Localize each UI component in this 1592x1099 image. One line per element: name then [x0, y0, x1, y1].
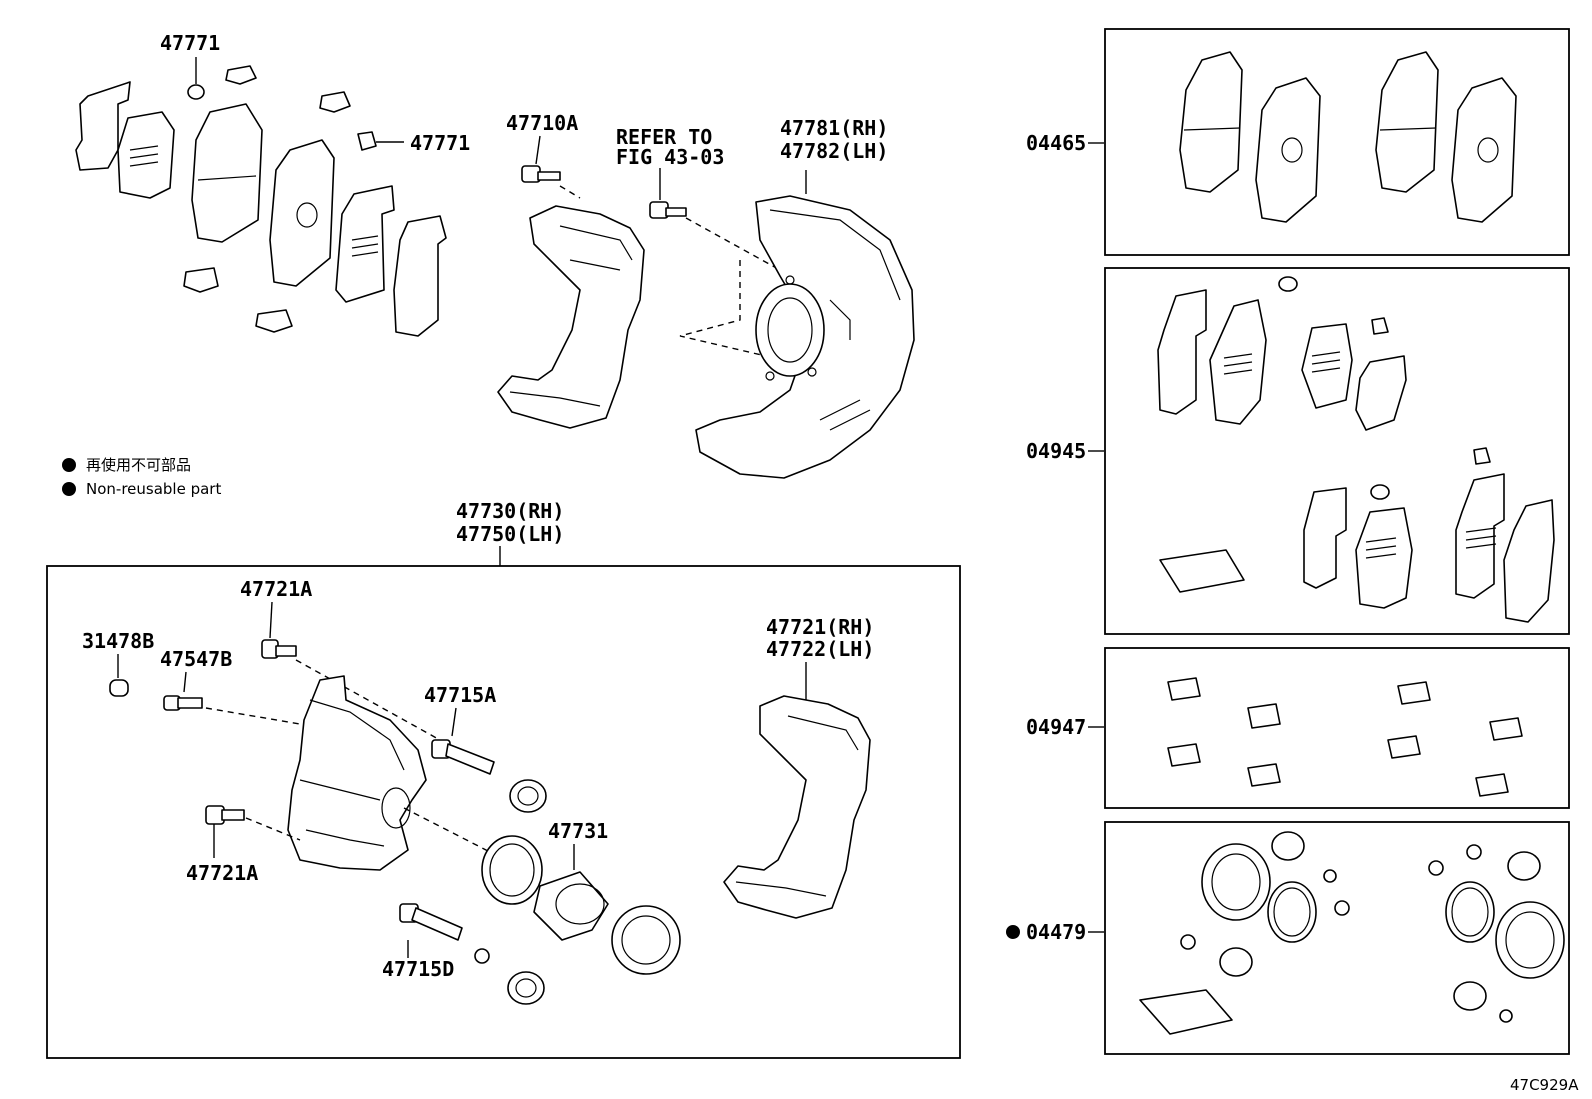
kit-box-04947: [1104, 647, 1570, 809]
label-04945: 04945: [1026, 439, 1086, 463]
leader-47547B: [183, 671, 187, 693]
cap-31478B: [109, 679, 129, 697]
boot-lower: [507, 971, 545, 1005]
label-04479: 04479: [1026, 920, 1086, 944]
kit-04947-clips: [1167, 677, 1523, 797]
pin-47715D: [399, 903, 463, 941]
kit-box-04465: [1104, 28, 1570, 256]
cap-small: [474, 948, 490, 964]
kit-box-04479: [1104, 821, 1570, 1055]
label-47547B: 47547B: [160, 647, 232, 671]
label-47721: 47721(RH): [766, 615, 874, 639]
leader-47715A: [451, 707, 457, 737]
cylinder-boot: [611, 905, 681, 975]
bolt-47710A: [521, 165, 561, 183]
bolt-refer: [649, 201, 687, 219]
label-04465: 04465: [1026, 131, 1086, 155]
label-47730: 47730(RH): [456, 499, 564, 523]
kit-04945-shims: [1157, 276, 1555, 623]
kit-box-04945: [1104, 267, 1570, 635]
label-47771-right: 47771: [410, 131, 470, 155]
label-refer-1: REFER TO: [616, 125, 712, 149]
filled-circle-icon: [1006, 925, 1020, 939]
kit-04479-seals: [1139, 831, 1565, 1035]
caliper-bracket-top: [497, 205, 645, 429]
leader-47710A: [535, 135, 541, 165]
filled-circle-icon: [62, 458, 76, 472]
pin-47715A: [431, 739, 495, 775]
caliper-assembly-frame: [46, 565, 961, 1059]
legend-en: Non-reusable part: [86, 480, 221, 498]
piston-47731: [533, 871, 609, 941]
label-47782: 47782(LH): [780, 139, 888, 163]
label-47715D: 47715D: [382, 957, 454, 981]
boot-upper: [509, 779, 547, 813]
kit-04465-pads: [1179, 51, 1517, 223]
label-47731: 47731: [548, 819, 608, 843]
legend-jp: 再使用不可部品: [86, 456, 191, 474]
filled-circle-icon: [62, 482, 76, 496]
label-47781: 47781(RH): [780, 116, 888, 140]
label-refer-2: FIG 43-03: [616, 145, 724, 169]
grease-packet: [1159, 549, 1245, 593]
pad-set-exploded: [75, 65, 447, 337]
leader-47721A-top: [269, 601, 273, 639]
dust-cover-shield: [695, 195, 915, 479]
bolt-47721A-top: [261, 639, 297, 659]
bleeder-47547B: [163, 695, 203, 711]
piston-seal-ring: [481, 835, 543, 905]
label-47771-top: 47771: [160, 31, 220, 55]
label-31478B: 31478B: [82, 629, 154, 653]
label-47721A-top: 47721A: [240, 577, 312, 601]
label-47710A: 47710A: [506, 111, 578, 135]
label-47750: 47750(LH): [456, 522, 564, 546]
label-47715A: 47715A: [424, 683, 496, 707]
bolt-47721A-bottom: [205, 805, 245, 825]
label-47721A-bottom: 47721A: [186, 861, 258, 885]
label-04947: 04947: [1026, 715, 1086, 739]
caliper-bracket-inner: [723, 695, 871, 919]
label-47722: 47722(LH): [766, 637, 874, 661]
caliper-body: [287, 675, 427, 871]
diagram-code: 47C929A: [1510, 1076, 1579, 1094]
